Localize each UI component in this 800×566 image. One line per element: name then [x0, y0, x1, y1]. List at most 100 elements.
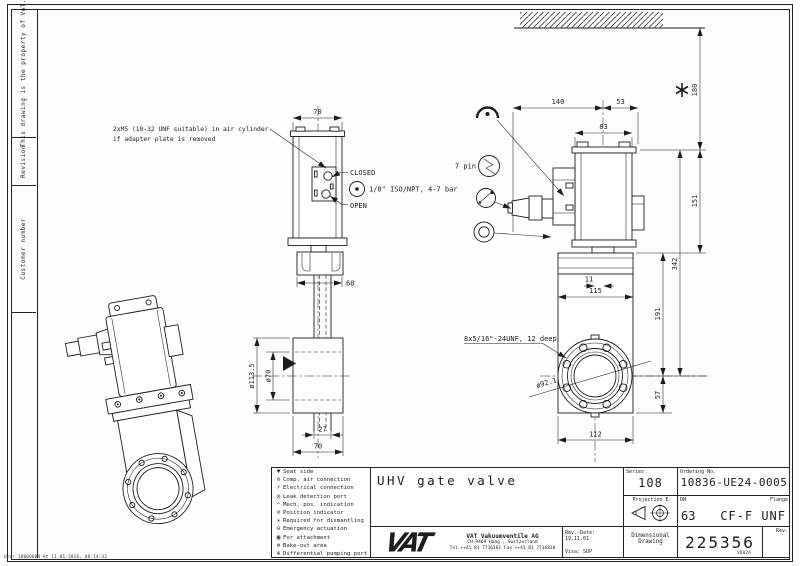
legend-item: ⊕Differential pumping port	[272, 550, 370, 558]
front-view: 180 140 53 83	[455, 12, 708, 462]
doc-type-line2: Drawing	[638, 539, 663, 545]
revision-box: Revision	[11, 137, 36, 186]
leak-detection-icon: ◎	[276, 492, 281, 500]
dim-actuator-offset: 53	[616, 98, 624, 106]
dim-flange-width: 112	[589, 431, 602, 439]
company-box: VAT VAT Vakuumventile AG CH-9469 Haag , …	[371, 527, 563, 558]
label-7pin: 7 pin	[455, 163, 476, 171]
company-phone: Tel ++41 81 7716161 Fax ++41 81 7716830	[449, 545, 556, 551]
ordering-box: Ordering No. 10836-UE24-0005	[678, 468, 790, 496]
dn-flange-box: DN Flange 63 CF-F UNF	[678, 496, 790, 527]
projection-label: Projection E	[632, 497, 669, 503]
dim-actuator-height: 151	[691, 195, 699, 208]
drawing-canvas: 70 2xM5 (10-32 UNF suitable) in air cyli…	[64, 12, 708, 525]
series-box: Series 108	[624, 468, 678, 496]
projection-box: Projection E	[624, 496, 678, 527]
seat-side-icon: ▼	[276, 468, 281, 475]
comp-air-icon: ⊙	[276, 476, 281, 484]
customer-number-box: Customer number	[11, 185, 36, 313]
dim-stem-width: 27	[318, 426, 326, 434]
ordering-label: Ordering No.	[680, 469, 717, 475]
dim-clearance: 180	[691, 84, 699, 97]
dim-total-height: 342	[671, 258, 679, 271]
property-note-box: This drawing is the property of VAT.	[11, 0, 36, 147]
drawing-title: UHV gate valve	[377, 473, 518, 488]
projection-symbol-icon	[630, 504, 670, 522]
series-label: Series	[626, 469, 645, 475]
dim-bore: ø70	[265, 370, 273, 383]
doc-type-box: Dimensional Drawing	[624, 527, 678, 558]
position-indicator-symbol	[476, 188, 496, 208]
dim-bolt-circle: ø92.1	[535, 376, 557, 390]
vat-logo: VAT	[381, 526, 433, 558]
dim-body-height: 191	[654, 308, 662, 321]
note-flange-bolts: 8x5/16"-24UNF, 12 deep	[464, 335, 557, 343]
dim-body-width: 70	[314, 443, 322, 451]
legend-item: ▣For attachment	[272, 534, 370, 542]
electrical-icon: ⚡	[276, 484, 281, 492]
sheet-outer-border	[7, 4, 793, 562]
legend-item: ◎Leak detection port	[272, 493, 370, 501]
legend-item: ⊘Position indicator	[272, 509, 370, 517]
label-closed: CLOSED	[350, 169, 375, 177]
rev-date: Rev.-Date: 19.11.01	[565, 530, 596, 542]
legend-item: ⊖Emergency actuation	[272, 525, 370, 533]
emergency-actuation-icon: ⊖	[276, 525, 281, 533]
dim-center-offset: 11	[585, 276, 593, 284]
dim-body-face: 115	[589, 287, 602, 295]
title-block: ▼Seat side ⊙Comp. air connection ⚡Electr…	[271, 467, 790, 558]
dim-body-od: ø113.5	[248, 363, 256, 388]
electrical-connection-symbol	[478, 155, 500, 177]
attachment-icon: ▣	[276, 533, 281, 541]
company-address: VAT Vakuumventile AG CH-9469 Haag , Swit…	[443, 533, 562, 551]
diff-pumping-icon: ⊕	[276, 549, 281, 557]
rev-box: Rev.	[763, 527, 790, 558]
property-note: This drawing is the property of VAT.	[20, 0, 27, 148]
ordering-value: 10836-UE24-0005	[680, 476, 788, 489]
legend-item: ⚡Electrical connection	[272, 484, 370, 492]
rev-label: Rev.	[775, 528, 788, 534]
dismantling-asterisk-symbol	[675, 83, 689, 97]
legend-box: ▼Seat side ⊙Comp. air connection ⚡Electr…	[272, 468, 371, 558]
dn-value: 63	[681, 509, 696, 523]
comp-air-connection-symbol	[349, 181, 365, 197]
sheet-inner-border	[11, 9, 790, 560]
note-m5-line1: 2xM5 (10-32 UNF suitable) in air cylinde…	[113, 126, 269, 133]
revision-info-box: Rev.-Date: 19.11.01 Visa: SUP	[563, 527, 624, 558]
label-air-port: 1/8" ISO/NPT, 4-7 bar	[369, 186, 458, 194]
mech-pos-indication-symbol	[475, 106, 500, 119]
dn-label: DN	[680, 497, 687, 503]
bake-out-area-symbol	[473, 221, 495, 243]
dim-actuator-width: 140	[552, 98, 565, 106]
customer-number-label: Customer number	[20, 217, 27, 280]
bake-out-icon: ⊚	[276, 541, 281, 549]
legend-item: ◠Mech. pos. indication	[272, 501, 370, 509]
company-street: CH-9469 Haag , Switzerland	[467, 540, 538, 545]
form-code: VD02A	[737, 551, 751, 556]
drawing-number-box: 225356	[678, 527, 763, 558]
dim-cylinder-face: 83	[599, 123, 607, 131]
seat-side-symbol	[283, 356, 296, 371]
note-m5-line2: if adapter plate is removed	[113, 136, 216, 143]
dim-bonnet-width: 68	[346, 280, 354, 288]
drawing-number: 225356	[685, 533, 755, 552]
company-name: VAT Vakuumventile AG	[466, 533, 539, 540]
ceiling-hatch	[520, 12, 663, 28]
dim-flange-offset: 57	[654, 391, 662, 399]
flange-label: Flange	[769, 497, 788, 503]
sheet-sidebar: This drawing is the property of VAT. Rev…	[11, 0, 38, 558]
legend-item: ⊙Comp. air connection	[272, 476, 370, 484]
dim-cylinder-width: 70	[313, 108, 321, 116]
flange-bolt-holes	[562, 343, 628, 409]
isometric-view	[64, 295, 206, 525]
legend-item: ✳Required for dismantling	[272, 517, 370, 525]
label-open: OPEN	[350, 202, 367, 210]
dismantling-icon: ✳	[276, 517, 281, 525]
doc-type-line1: Dimensional	[631, 533, 670, 539]
series-value: 108	[638, 476, 663, 490]
legend-item: ▼Seat side	[272, 468, 370, 476]
iso-flange-bolts	[125, 455, 191, 522]
side-view: 70 2xM5 (10-32 UNF suitable) in air cyli…	[113, 106, 458, 458]
legend-item: ⊚Bake-out area	[272, 542, 370, 550]
